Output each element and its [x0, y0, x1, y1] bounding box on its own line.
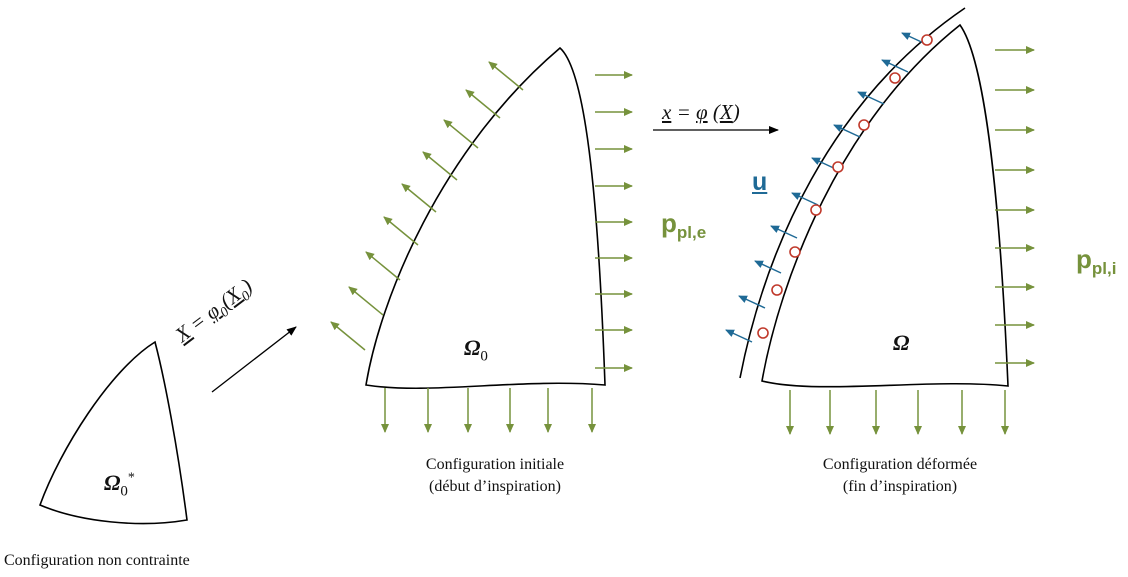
- boundary-node: [789, 246, 801, 258]
- boundary-node: [921, 34, 933, 46]
- displacement-arrow: [754, 260, 782, 274]
- boundary-node: [757, 327, 769, 339]
- external-pressure-label: ppl,e: [661, 208, 707, 243]
- displacement-arrow: [725, 329, 753, 343]
- deformed-domain-outer-boundary: [739, 7, 966, 379]
- boundary-node: [889, 72, 901, 84]
- pressure-arrow: [383, 216, 419, 246]
- pressure-arrow: [488, 61, 524, 91]
- displacement-arrow: [833, 124, 861, 138]
- initial-domain-label: Ω0: [464, 335, 488, 365]
- displacement-arrow: [770, 225, 798, 239]
- mapping-arrow-1: [211, 326, 297, 393]
- boundary-nodes: [757, 34, 933, 339]
- displacement-arrow: [791, 192, 819, 206]
- mapping-label-2: x = φ (X): [662, 100, 740, 124]
- unconstrained-domain-label: Ω0*: [104, 470, 135, 500]
- caption-unconstrained: Configuration non contrainte: [4, 552, 190, 569]
- boundary-node: [832, 161, 844, 173]
- pressure-arrow: [330, 321, 366, 351]
- boundary-node: [858, 119, 870, 131]
- displacement-arrow: [881, 59, 909, 73]
- pressure-arrow: [443, 119, 479, 149]
- pressure-arrow: [365, 251, 401, 281]
- unconstrained-domain-shape: [38, 340, 188, 525]
- deformed-domain-label: Ω: [893, 330, 910, 355]
- pressure-arrow: [401, 183, 437, 213]
- deformed-pressure-arrows: [786, 46, 1035, 435]
- caption-deformed: Configuration déformée (fin d’inspiratio…: [822, 456, 978, 495]
- displacement-label: u: [752, 168, 768, 196]
- displacement-arrow: [857, 91, 885, 105]
- pressure-arrow: [422, 151, 458, 181]
- pressure-arrow: [348, 286, 384, 316]
- boundary-node: [810, 204, 822, 216]
- boundary-node: [771, 284, 783, 296]
- displacement-arrow: [738, 295, 766, 309]
- deformed-domain-shape: [761, 23, 1009, 388]
- caption-initial: Configuration initiale (début d’inspirat…: [425, 456, 565, 495]
- initial-domain-shape: [365, 46, 606, 390]
- pressure-arrow: [465, 89, 501, 119]
- internal-pressure-label: ppl,i: [1076, 244, 1117, 279]
- initial-pressure-arrows: [330, 61, 633, 433]
